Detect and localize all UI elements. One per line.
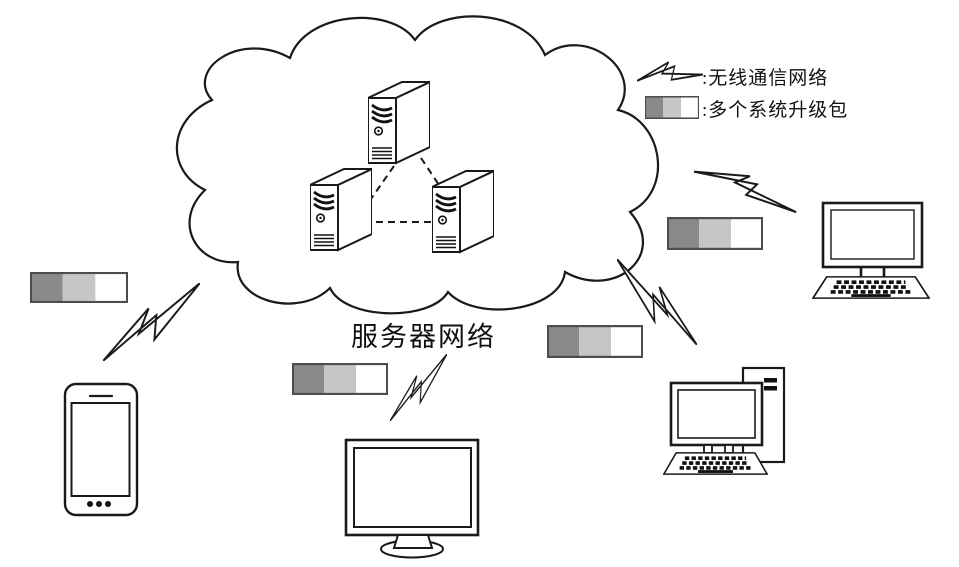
phone-screen	[70, 402, 131, 497]
upgrade-package-bar	[667, 217, 763, 250]
phone-button-dot	[105, 501, 111, 507]
cloud-label-server-network: 服务器网络	[351, 322, 496, 352]
upgrade-package-bar	[30, 272, 128, 303]
wireless-bolt-icon	[390, 354, 447, 421]
keyboard-icon	[663, 452, 768, 475]
legend-label-upgrade-packages: :多个系统升级包	[702, 100, 849, 121]
desktop-computer-icon	[812, 201, 930, 299]
keyboard-icon	[812, 276, 930, 299]
legend-wireless-bolt-icon	[637, 61, 703, 82]
legend-label-wireless-network: :无线通信网络	[702, 68, 829, 89]
phone-button-dot	[87, 501, 93, 507]
upgrade-package-bar	[292, 363, 388, 395]
cloud-shape	[175, 15, 659, 315]
legend-upgrade-package-bar-icon	[645, 96, 699, 119]
desktop-computer-with-tower-icon	[663, 366, 786, 475]
wireless-bolt-icon	[692, 152, 803, 220]
upgrade-package-bar	[547, 325, 643, 358]
desktop-monitor-icon	[344, 438, 480, 559]
smartphone-icon	[63, 382, 139, 517]
server-icon	[432, 169, 494, 254]
server-icon	[310, 167, 372, 252]
tower-drive-slot	[764, 378, 777, 383]
server-icon	[368, 80, 430, 165]
tower-drive-slot	[764, 386, 777, 391]
phone-button-dot	[96, 501, 102, 507]
